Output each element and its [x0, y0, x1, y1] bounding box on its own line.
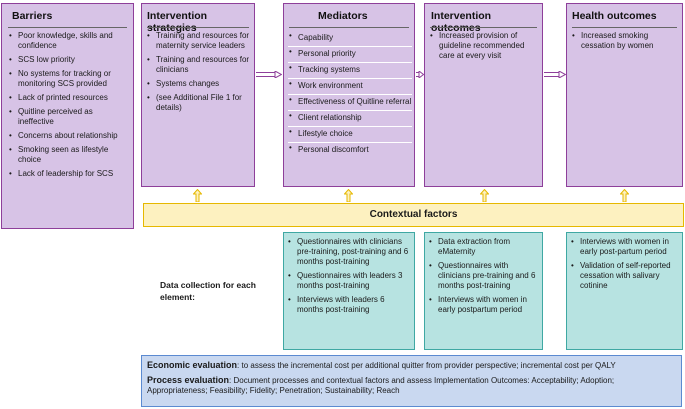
mediators-box: Mediators CapabilityPersonal priorityTra… [283, 3, 415, 187]
list-item: Interviews with women in early post-part… [570, 237, 680, 257]
list-item: Personal discomfort [288, 143, 412, 158]
economic-evaluation-text: : to assess the incremental cost per add… [237, 361, 616, 370]
list-item: Tracking systems [288, 63, 412, 79]
contextual-factors-label: Contextual factors [369, 209, 458, 220]
arrow-strategies-to-mediators [256, 71, 282, 78]
arrow-mediators-to-intervention-outcomes [416, 71, 424, 78]
list-item: Training and resources for clinicians [146, 55, 252, 75]
list-item: Lack of printed resources [8, 93, 130, 103]
list-item: Work environment [288, 79, 412, 95]
process-evaluation: Process evaluation: Document processes a… [147, 375, 676, 396]
mediators-title: Mediators [318, 10, 368, 22]
arrow-context-to-strategies [193, 189, 202, 202]
list-item: Increased smoking cessation by women [571, 31, 679, 51]
list-item: No systems for tracking or monitoring SC… [8, 69, 130, 89]
arrow-context-to-intervention-outcomes [480, 189, 489, 202]
intervention-strategies-box: Intervention strategies Training and res… [141, 3, 255, 187]
process-evaluation-heading: Process evaluation [147, 375, 230, 385]
list-item: Capability [288, 31, 412, 47]
list-item: Poor knowledge, skills and confidence [8, 31, 130, 51]
intervention-outcomes-title-divider [430, 27, 537, 28]
economic-evaluation: Economic evaluation: to assess the incre… [147, 360, 676, 371]
data-collection-label: Data collection for each element: [160, 280, 256, 302]
health-outcomes-title-divider [572, 27, 677, 28]
health-outcomes-box: Health outcomes Increased smoking cessat… [566, 3, 683, 187]
data-collection-health-outcomes-list: Interviews with women in early post-part… [570, 237, 680, 295]
list-item: Validation of self-reported cessation wi… [570, 261, 680, 291]
data-collection-health-outcomes-box: Interviews with women in early post-part… [566, 232, 683, 350]
list-item: Data extraction from eMaternity [428, 237, 540, 257]
list-item: (see Additional File 1 for details) [146, 93, 252, 113]
barriers-box: Barriers Poor knowledge, skills and conf… [1, 3, 134, 229]
list-item: Training and resources for maternity ser… [146, 31, 252, 51]
list-item: Personal priority [288, 47, 412, 63]
list-item: Client relationship [288, 111, 412, 127]
arrow-context-to-mediators [344, 189, 353, 202]
process-evaluation-text: : Document processes and contextual fact… [147, 376, 615, 395]
barriers-list: Poor knowledge, skills and confidenceSCS… [8, 31, 130, 183]
barriers-title-divider [8, 27, 127, 28]
intervention-outcomes-box: Intervention outcomes Increased provisio… [424, 3, 543, 187]
health-outcomes-list: Increased smoking cessation by women [571, 31, 679, 55]
contextual-factors-bar: Contextual factors [143, 203, 684, 227]
list-item: Concerns about relationship [8, 131, 130, 141]
evaluation-box: Economic evaluation: to assess the incre… [141, 355, 682, 407]
list-item: Increased provision of guideline recomme… [429, 31, 539, 61]
list-item: Lack of leadership for SCS [8, 169, 130, 179]
data-collection-intervention-outcomes-list: Data extraction from eMaternityQuestionn… [428, 237, 540, 319]
mediators-list: CapabilityPersonal priorityTracking syst… [288, 31, 412, 158]
data-collection-mediators-list: Questionnaires with clinicians pre-train… [287, 237, 411, 319]
list-item: Questionnaires with leaders 3 months pos… [287, 271, 411, 291]
health-outcomes-title: Health outcomes [572, 10, 657, 22]
list-item: Smoking seen as lifestyle choice [8, 145, 130, 165]
data-collection-intervention-outcomes-box: Data extraction from eMaternityQuestionn… [424, 232, 543, 350]
list-item: Interviews with leaders 6 months post-tr… [287, 295, 411, 315]
list-item: Lifestyle choice [288, 127, 412, 143]
list-item: Quitline perceived as ineffective [8, 107, 130, 127]
intervention-strategies-title-divider [147, 27, 249, 28]
list-item: Interviews with women in early postpartu… [428, 295, 540, 315]
list-item: SCS low priority [8, 55, 130, 65]
arrow-intervention-outcomes-to-health-outcomes [544, 71, 566, 78]
intervention-outcomes-list: Increased provision of guideline recomme… [429, 31, 539, 65]
intervention-strategies-list: Training and resources for maternity ser… [146, 31, 252, 117]
mediators-title-divider [289, 27, 409, 28]
arrow-context-to-health-outcomes [620, 189, 629, 202]
barriers-title: Barriers [12, 10, 53, 22]
data-collection-mediators-box: Questionnaires with clinicians pre-train… [283, 232, 415, 350]
list-item: Questionnaires with clinicians pre-train… [428, 261, 540, 291]
economic-evaluation-heading: Economic evaluation [147, 360, 238, 370]
list-item: Effectiveness of Quitline referral [288, 95, 412, 111]
list-item: Systems changes [146, 79, 252, 89]
list-item: Questionnaires with clinicians pre-train… [287, 237, 411, 267]
